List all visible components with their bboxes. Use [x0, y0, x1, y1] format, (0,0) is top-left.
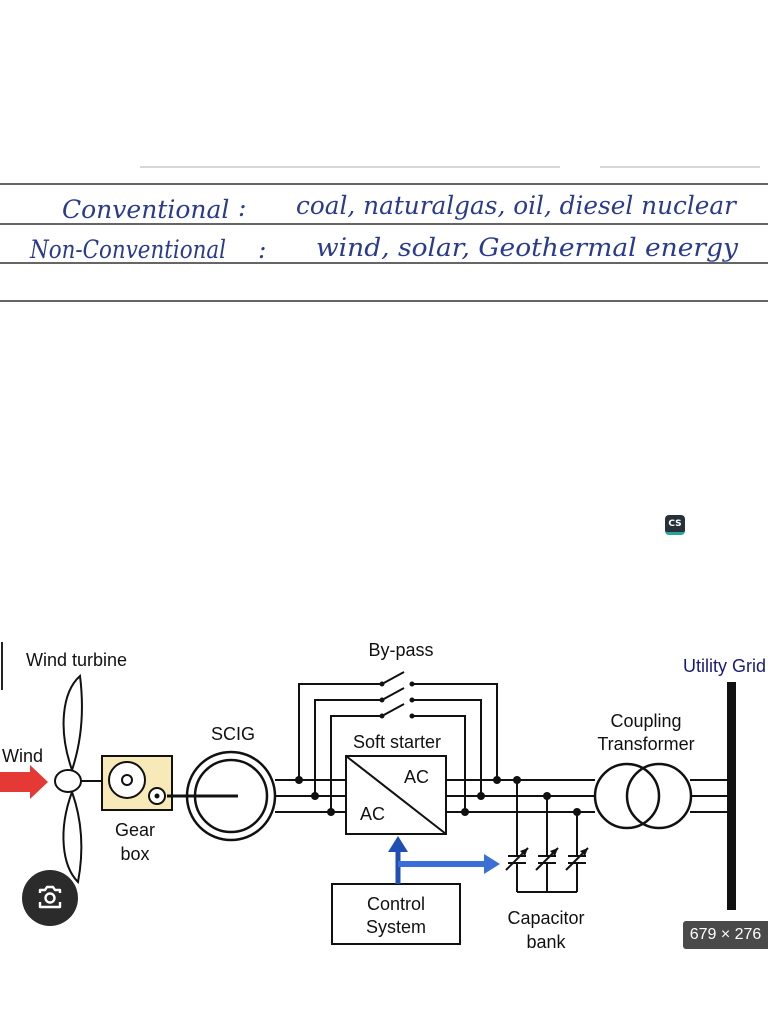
non-conventional-sep: :: [258, 235, 266, 264]
soft-starter-ac-out: AC: [404, 767, 429, 787]
handwritten-notes: Conventional : coal, naturalgas, oil, di…: [0, 166, 768, 302]
non-conventional-value: wind, solar, Geothermal energy: [316, 233, 739, 262]
utility-grid-label: Utility Grid: [683, 656, 766, 676]
conventional-label: Conventional: [62, 195, 229, 224]
junction-dots: [295, 681, 581, 816]
transformer-label-2: Transformer: [597, 734, 694, 754]
conventional-value: coal, naturalgas, oil, diesel nuclear: [296, 191, 738, 220]
bypass-label: By-pass: [368, 640, 433, 660]
soft-starter-ac-in: AC: [360, 804, 385, 824]
wind-label: Wind: [2, 746, 43, 766]
conventional-sep: :: [238, 193, 246, 222]
gear-small-hub-icon: [154, 793, 160, 799]
wind-turbine-label: Wind turbine: [26, 650, 127, 670]
control-system-label-1: Control: [367, 894, 425, 914]
gearbox-label-1: Gear: [115, 820, 155, 840]
scig-label: SCIG: [211, 724, 255, 744]
three-phase-bus: [275, 779, 732, 813]
gear-hub-icon: [121, 774, 133, 786]
soft-starter-label: Soft starter: [353, 732, 441, 752]
transformer-primary-icon: [593, 762, 661, 830]
transformer-secondary-icon: [625, 762, 693, 830]
capacitor-bank-label-1: Capacitor: [507, 908, 584, 928]
image-size-badge: 679 × 276: [683, 921, 768, 949]
gearbox-label-2: box: [120, 844, 149, 864]
control-system-label-2: System: [366, 917, 426, 937]
soft-starter-diagonal: [345, 755, 447, 835]
lens-button[interactable]: [22, 870, 78, 926]
capacitor-arrowheads: [520, 848, 588, 856]
utility-grid-bus: [727, 682, 736, 910]
capacitor-bank-label-2: bank: [526, 932, 566, 952]
non-conventional-label: Non-Conventional: [29, 235, 226, 264]
bypass-wiring: [298, 683, 498, 812]
bypass-switches: [381, 671, 405, 717]
wind-arrow: [0, 765, 48, 799]
transformer-label-1: Coupling: [610, 711, 681, 731]
camscanner-badge: CS: [665, 515, 685, 535]
turbine-blades-icon: [54, 673, 83, 885]
wind-system-diagram: Wind Wind turbine Gear box SCIG: [0, 640, 766, 952]
camera-search-icon: [38, 885, 62, 909]
control-arrows: [388, 836, 500, 884]
